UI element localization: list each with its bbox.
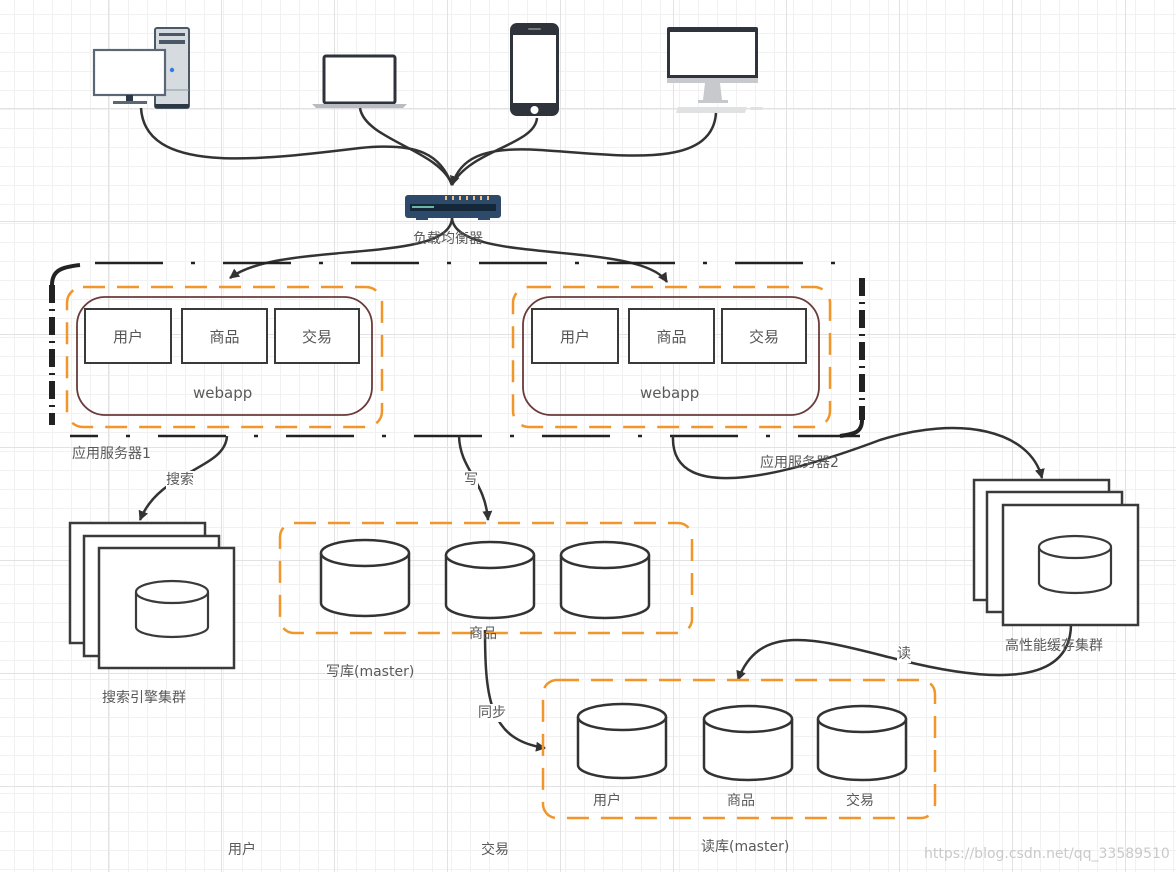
write-db-group-border (278, 521, 694, 635)
watermark: https://blog.csdn.net/qq_33589510 (924, 846, 1170, 862)
read-db-user-label: 用户 (593, 793, 621, 809)
database-icon (1037, 534, 1113, 595)
cache-cluster-label: 高性能缓存集群 (1005, 638, 1103, 654)
write-db-cylinder-3[interactable] (559, 540, 651, 620)
lb-to-servers (229, 217, 669, 283)
server-1-module-trade[interactable]: 交易 (274, 308, 360, 364)
client-connections (139, 107, 718, 186)
load-balancer-label: 负载均衡器 (413, 231, 483, 247)
server-1-webapp-border (76, 296, 373, 416)
server-1-module-user[interactable]: 用户 (84, 308, 172, 364)
search-cluster-label: 搜索引擎集群 (102, 690, 186, 706)
write-db-cylinder-2[interactable] (444, 540, 536, 620)
read-db-cylinder-3[interactable] (816, 704, 908, 782)
imac-icon[interactable] (667, 27, 763, 113)
stray-label-user: 用户 (228, 842, 256, 858)
edge-sync (483, 629, 546, 752)
server-1-module-product[interactable]: 商品 (181, 308, 268, 364)
read-db-cylinder-1[interactable] (576, 702, 668, 780)
search-cluster-icon[interactable] (68, 521, 236, 670)
read-db-label: 读库(master) (701, 839, 790, 855)
app-server-cluster-border (49, 261, 865, 438)
server-2-webapp-border (522, 296, 820, 416)
server-1-label: 应用服务器1 (72, 446, 151, 462)
edge-cache (671, 426, 1045, 480)
read-db-group-border (541, 678, 937, 820)
read-db-product-label: 商品 (727, 793, 755, 809)
edge-sync-label: 同步 (478, 704, 506, 722)
write-db-product-label: 商品 (469, 626, 497, 642)
phone-icon[interactable] (510, 23, 559, 116)
read-db-trade-label: 交易 (846, 793, 874, 809)
edge-write-label: 写 (464, 471, 478, 489)
edge-search-label: 搜索 (166, 471, 194, 489)
server-2-label: 应用服务器2 (760, 455, 839, 471)
switch-icon[interactable] (405, 195, 501, 220)
server-2-module-product[interactable]: 商品 (628, 308, 715, 364)
laptop-icon[interactable] (312, 54, 407, 108)
server-2-webapp-label: webapp (640, 384, 700, 402)
server-1-webapp-label: webapp (193, 384, 253, 402)
cache-cluster-icon[interactable] (972, 478, 1140, 627)
write-db-cylinder-1[interactable] (319, 538, 411, 618)
edge-read-label: 读 (897, 645, 911, 663)
desktop-tower-icon[interactable] (92, 27, 190, 109)
database-icon (134, 579, 210, 639)
server-2-module-user[interactable]: 用户 (531, 308, 619, 364)
server-2-group-border (511, 285, 832, 429)
server-1-group-border (65, 285, 384, 429)
server-2-module-trade[interactable]: 交易 (721, 308, 807, 364)
stray-label-trade: 交易 (481, 842, 509, 858)
read-db-cylinder-2[interactable] (702, 704, 794, 782)
write-db-label: 写库(master) (326, 664, 415, 680)
